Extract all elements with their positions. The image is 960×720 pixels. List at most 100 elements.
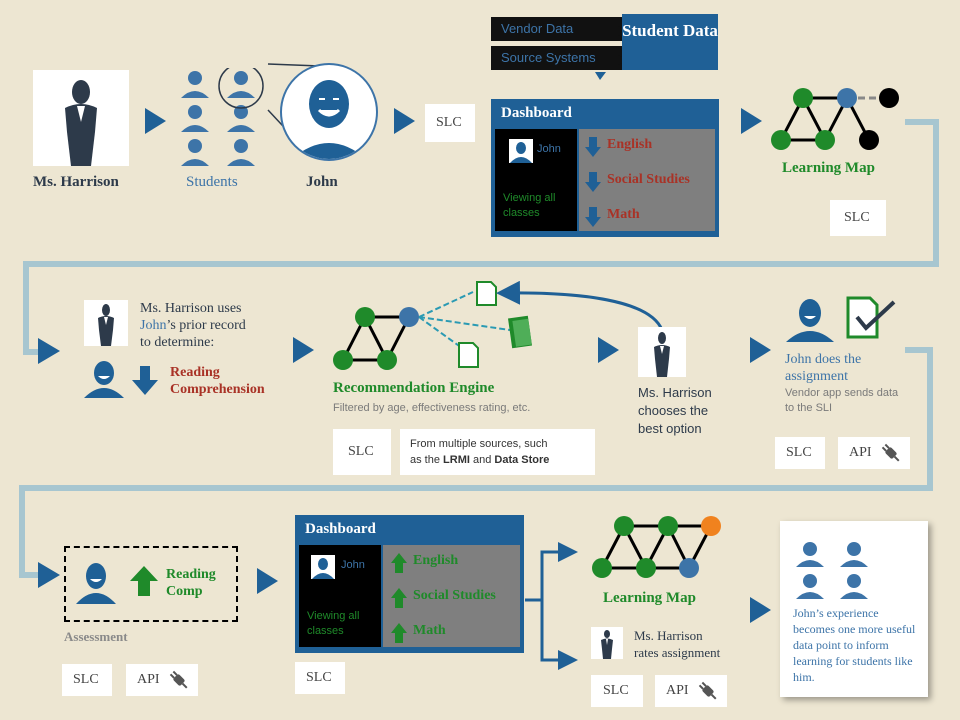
assessment-box: Reading Comp xyxy=(64,546,238,622)
learning-map-label-2: Learning Map xyxy=(603,590,696,606)
subject-row-english: English xyxy=(391,553,458,578)
john-icon xyxy=(786,299,834,342)
student-icon xyxy=(840,542,868,567)
source-systems-tag: Source Systems xyxy=(491,46,624,70)
slc-label: SLC xyxy=(348,444,374,459)
flow-arrow xyxy=(741,108,762,134)
learning-map-graph-1 xyxy=(771,88,899,150)
student-icon xyxy=(227,139,255,166)
subject-label: Math xyxy=(607,207,640,222)
dashboard-student-name: John xyxy=(537,143,561,155)
slc-badge: SLC xyxy=(830,200,886,236)
john-avatar-small xyxy=(509,139,533,163)
plug-icon xyxy=(698,681,717,700)
sources-and: and xyxy=(469,454,495,466)
plug-icon xyxy=(169,670,188,689)
api-label: API xyxy=(849,445,872,460)
slc-badge: SLC xyxy=(425,104,475,142)
up-arrow-icon xyxy=(391,623,407,643)
subject-label: Social Studies xyxy=(607,172,690,187)
teacher-icon xyxy=(601,630,613,659)
flow-arrow xyxy=(750,337,771,363)
subject-row-math: Math xyxy=(391,623,446,648)
uses-line-2-rest: ’s prior record xyxy=(166,318,246,333)
assignment-check-icon xyxy=(846,296,896,339)
subject-label: English xyxy=(413,553,459,568)
slc-label: SLC xyxy=(786,445,812,460)
flow-arrow xyxy=(750,597,771,623)
slc-badge: SLC xyxy=(295,662,345,694)
learning-map-graph-2 xyxy=(592,516,721,578)
john-does-assignment: John does the assignment xyxy=(785,352,862,384)
document-icon xyxy=(458,342,479,368)
teacher-icon xyxy=(65,80,97,166)
teacher-portrait xyxy=(33,70,129,166)
slc-badge: SLC xyxy=(591,675,643,707)
down-arrow-icon xyxy=(585,207,601,227)
flow-arrows xyxy=(38,108,771,623)
sources-line-1: From multiple sources, such xyxy=(410,438,548,450)
slc-label: SLC xyxy=(844,210,870,225)
teacher-icon xyxy=(654,332,670,377)
sources-as-the: as the xyxy=(410,454,444,466)
flow-connector-row1-row2 xyxy=(23,119,939,355)
student-icon xyxy=(181,71,209,98)
api-badge: API xyxy=(838,437,910,469)
branch-connector xyxy=(525,550,558,662)
experience-card: John’s experience becomes one more usefu… xyxy=(780,521,928,697)
dashboard-right-pane: English Social Studies Math xyxy=(383,545,520,647)
sources-data-store: Data Store xyxy=(494,454,550,466)
subject-label: Math xyxy=(413,623,446,638)
flow-arrow xyxy=(145,108,166,134)
uses-record-text: Ms. Harrison uses John’s prior record to… xyxy=(140,300,246,351)
dashboard-panel-1: Dashboard John Viewing all classes Engli… xyxy=(491,99,719,237)
uses-line-2: John’s prior record xyxy=(140,317,246,334)
slc-label: SLC xyxy=(603,683,629,698)
plug-icon xyxy=(881,443,900,462)
flow-arrow xyxy=(38,562,60,588)
down-arrow-icon xyxy=(585,137,601,157)
sources-line-2: as the LRMI and Data Store xyxy=(410,452,590,468)
dashboard-viewing-label: Viewing all classes xyxy=(307,610,360,637)
john-label: John xyxy=(306,174,338,190)
john-reading-icons xyxy=(84,361,158,398)
subject-row-english: English xyxy=(585,137,652,162)
recommendation-engine-graph xyxy=(333,291,511,370)
document-icon xyxy=(476,281,497,306)
student-icon xyxy=(181,139,209,166)
flow-arrow xyxy=(394,108,415,134)
down-arrow-icon xyxy=(132,366,158,395)
assessment-label: Assessment xyxy=(64,629,128,644)
students-group-icon xyxy=(796,542,868,599)
slc-badge: SLC xyxy=(62,664,112,696)
down-arrow-icon xyxy=(585,172,601,192)
experience-text: John’s experience becomes one more usefu… xyxy=(793,606,916,684)
teacher-name-label: Ms. Harrison xyxy=(33,174,119,190)
dashboard-panel-2: Dashboard John Viewing all classes Engli… xyxy=(295,515,524,653)
api-label: API xyxy=(666,683,689,698)
up-arrow-icon xyxy=(391,553,407,573)
source-systems-label: Source Systems xyxy=(501,50,596,65)
chooses-line: best option xyxy=(638,421,702,436)
branch-arrow-down xyxy=(558,650,578,670)
slc-label: SLC xyxy=(306,670,332,685)
subject-row-social-studies: Social Studies xyxy=(585,172,690,197)
chooses-line: Ms. Harrison xyxy=(638,385,712,400)
dashboard-right-pane: English Social Studies Math xyxy=(579,129,715,231)
rec-engine-title: Recommendation Engine xyxy=(333,380,495,396)
uses-line-3: to determine: xyxy=(140,335,215,350)
john-icon xyxy=(76,563,116,604)
student-data-label: Student Data xyxy=(622,21,718,40)
teacher-icon xyxy=(98,304,114,346)
teacher-portrait-small xyxy=(591,627,623,659)
flow-arrow xyxy=(38,338,60,364)
rec-engine-subtitle: Filtered by age, effectiveness rating, e… xyxy=(333,402,531,414)
api-badge: API xyxy=(655,675,727,707)
chooses-line: chooses the xyxy=(638,403,709,418)
slc-label: SLC xyxy=(436,115,462,130)
flow-arrow xyxy=(598,337,619,363)
sources-note: From multiple sources, such as the LRMI … xyxy=(400,429,595,475)
rates-line: rates assignment xyxy=(634,645,721,660)
up-arrow-icon xyxy=(130,566,158,596)
